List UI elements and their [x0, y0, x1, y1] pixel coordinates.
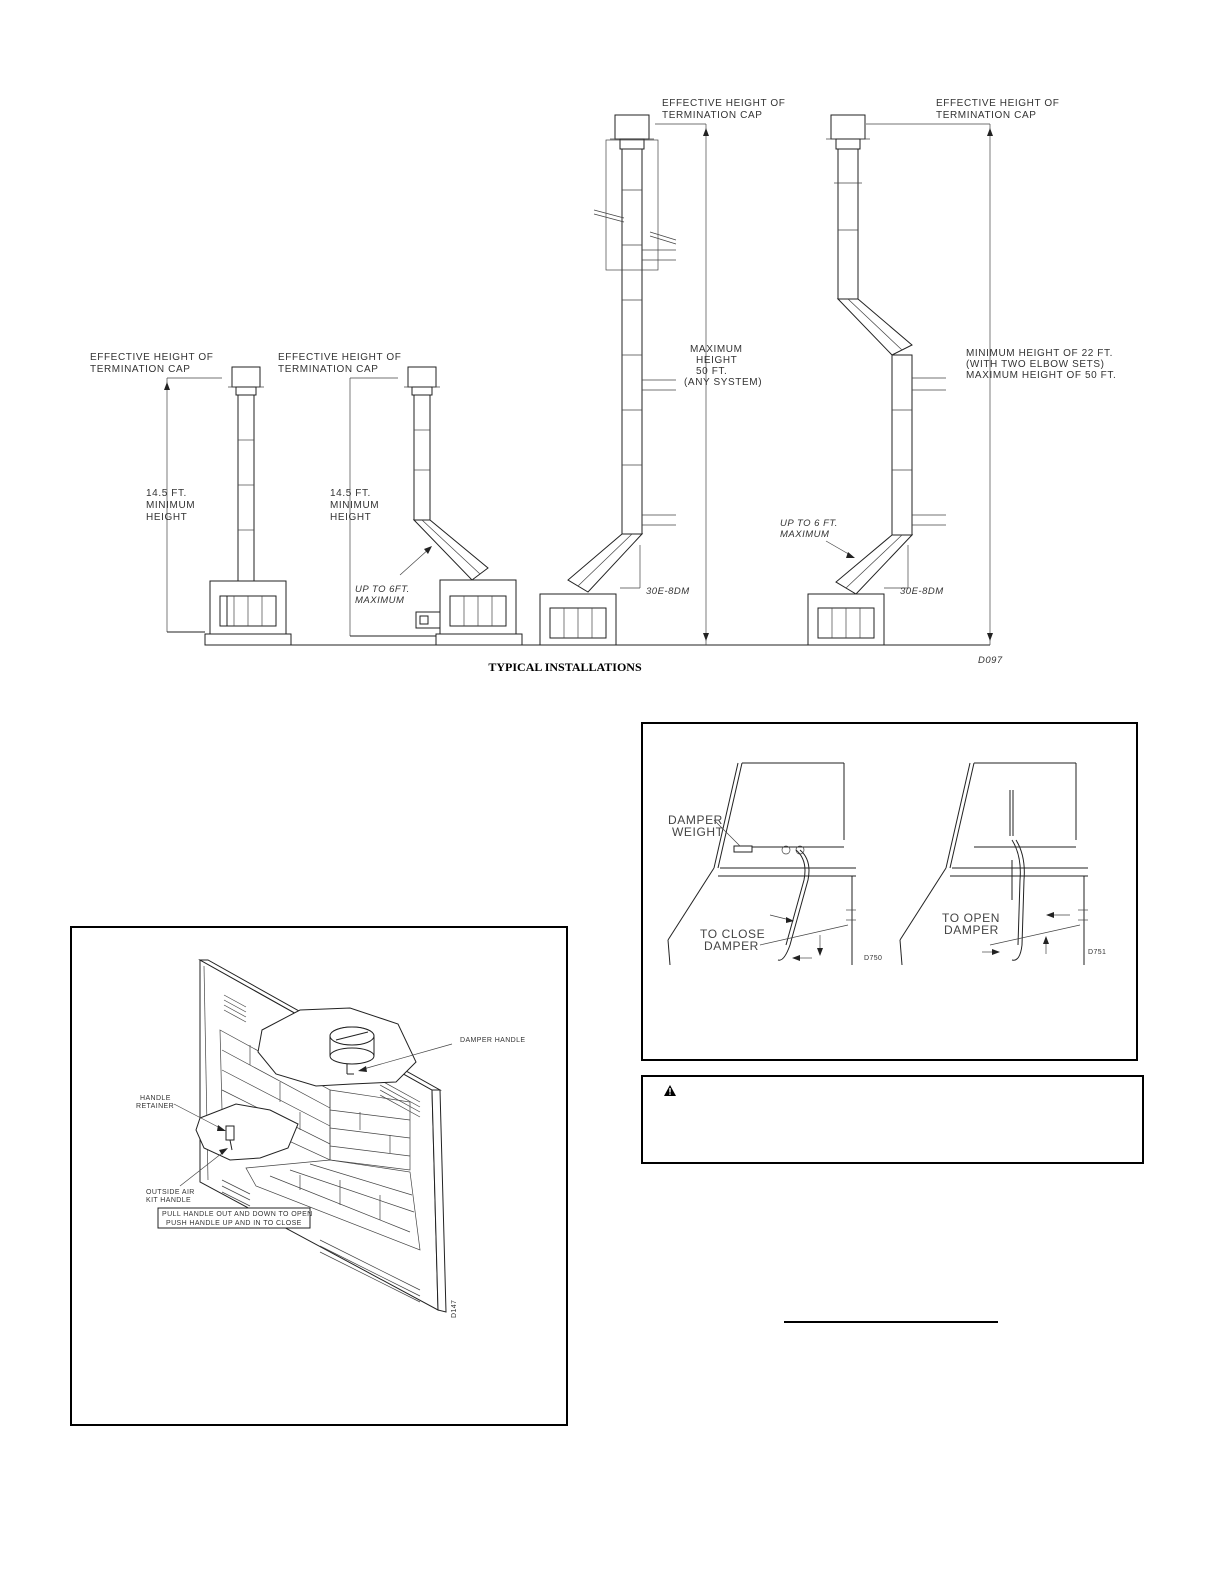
bottom-louvres	[221, 1179, 421, 1303]
fireplace-isometric-diagram: DAMPER HANDLE HANDLE RETAINER OUTSIDE AI…	[136, 959, 526, 1318]
up-to-6ft-a-line2: MAXIMUM	[355, 595, 404, 606]
max-height-line2: HEIGHT	[696, 355, 737, 366]
damper-id-left: D750	[864, 955, 882, 962]
installation-2-offset	[349, 366, 523, 646]
instruction-line1: PULL HANDLE OUT AND DOWN TO OPEN	[162, 1211, 313, 1218]
close-damper-line1: TO CLOSE	[700, 927, 765, 941]
handle-retainer-line1: HANDLE	[140, 1095, 171, 1102]
open-damper-line2: DAMPER	[944, 923, 999, 937]
up-to-6ft-b-line1: UP TO 6 FT.	[780, 518, 838, 529]
damper-operation-diagram: DAMPER WEIGHT TO CLOSE DAMPER D750 TO OP…	[667, 762, 1106, 966]
min-height-2-line2: MINIMUM	[330, 500, 379, 511]
damper-close-view	[667, 762, 856, 966]
damper-handle-label: DAMPER HANDLE	[460, 1037, 526, 1044]
top-louvres	[223, 994, 421, 1118]
eff-height-label-1a: EFFECTIVE HEIGHT OF	[90, 352, 213, 363]
warning-triangle-icon	[664, 1085, 676, 1096]
up-to-6ft-a-line1: UP TO 6FT.	[355, 584, 410, 595]
instruction-box	[157, 1207, 311, 1229]
max-height-line1: MAXIMUM	[690, 344, 743, 355]
elbow-label-a: 30E-8DM	[646, 586, 690, 597]
min-height-1-line2: MINIMUM	[146, 500, 195, 511]
fireplace-figure-frame	[70, 926, 568, 1426]
min-max-height-line1: MINIMUM HEIGHT OF 22 FT.	[966, 348, 1113, 359]
damper-open-view	[899, 762, 1088, 966]
eff-height-label-1b: TERMINATION CAP	[90, 364, 190, 375]
section-rule	[784, 1321, 998, 1323]
installation-1-straight	[164, 366, 292, 646]
eff-height-label-3a: EFFECTIVE HEIGHT OF	[662, 98, 785, 109]
max-height-line3: 50 FT.	[696, 366, 727, 377]
max-height-line4: (ANY SYSTEM)	[684, 377, 762, 388]
eff-height-label-4b: TERMINATION CAP	[936, 110, 1036, 121]
handle-retainer-line2: RETAINER	[136, 1103, 174, 1110]
instruction-line2: PUSH HANDLE UP AND IN TO CLOSE	[166, 1220, 302, 1227]
min-max-height-line3: MAXIMUM HEIGHT OF 50 FT.	[966, 370, 1116, 381]
eff-height-label-3b: TERMINATION CAP	[662, 110, 762, 121]
typical-installations-diagram: EFFECTIVE HEIGHT OF TERMINATION CAP EFFE…	[90, 98, 1116, 666]
elbow-label-b: 30E-8DM	[900, 586, 944, 597]
damper-id-right: D751	[1088, 949, 1106, 956]
min-height-1-line3: HEIGHT	[146, 512, 187, 523]
min-max-height-line2: (WITH TWO ELBOW SETS)	[966, 359, 1105, 370]
close-damper-line2: DAMPER	[704, 939, 759, 953]
open-damper-line1: TO OPEN	[942, 911, 1000, 925]
damper-weight-line2: WEIGHT	[672, 825, 724, 839]
eff-height-label-2a: EFFECTIVE HEIGHT OF	[278, 352, 401, 363]
drawing-id-fireplace: D147	[451, 1300, 458, 1318]
damper-weight-line1: DAMPER	[668, 813, 723, 827]
warning-box	[641, 1075, 1144, 1164]
eff-height-label-2b: TERMINATION CAP	[278, 364, 378, 375]
eff-height-label-4a: EFFECTIVE HEIGHT OF	[936, 98, 1059, 109]
drawing-id-top: D097	[978, 655, 1003, 666]
installation-3-max-height	[539, 114, 709, 646]
outside-air-line2: KIT HANDLE	[146, 1197, 191, 1204]
min-height-2-line1: 14.5 FT.	[330, 488, 371, 499]
outside-air-line1: OUTSIDE AIR	[146, 1189, 195, 1196]
min-height-2-line3: HEIGHT	[330, 512, 371, 523]
damper-figure-frame	[641, 722, 1138, 1061]
figure-caption: TYPICAL INSTALLATIONS	[488, 660, 642, 674]
up-to-6ft-b-line2: MAXIMUM	[780, 529, 829, 540]
min-height-1-line1: 14.5 FT.	[146, 488, 187, 499]
installation-4-two-elbows	[807, 114, 993, 646]
